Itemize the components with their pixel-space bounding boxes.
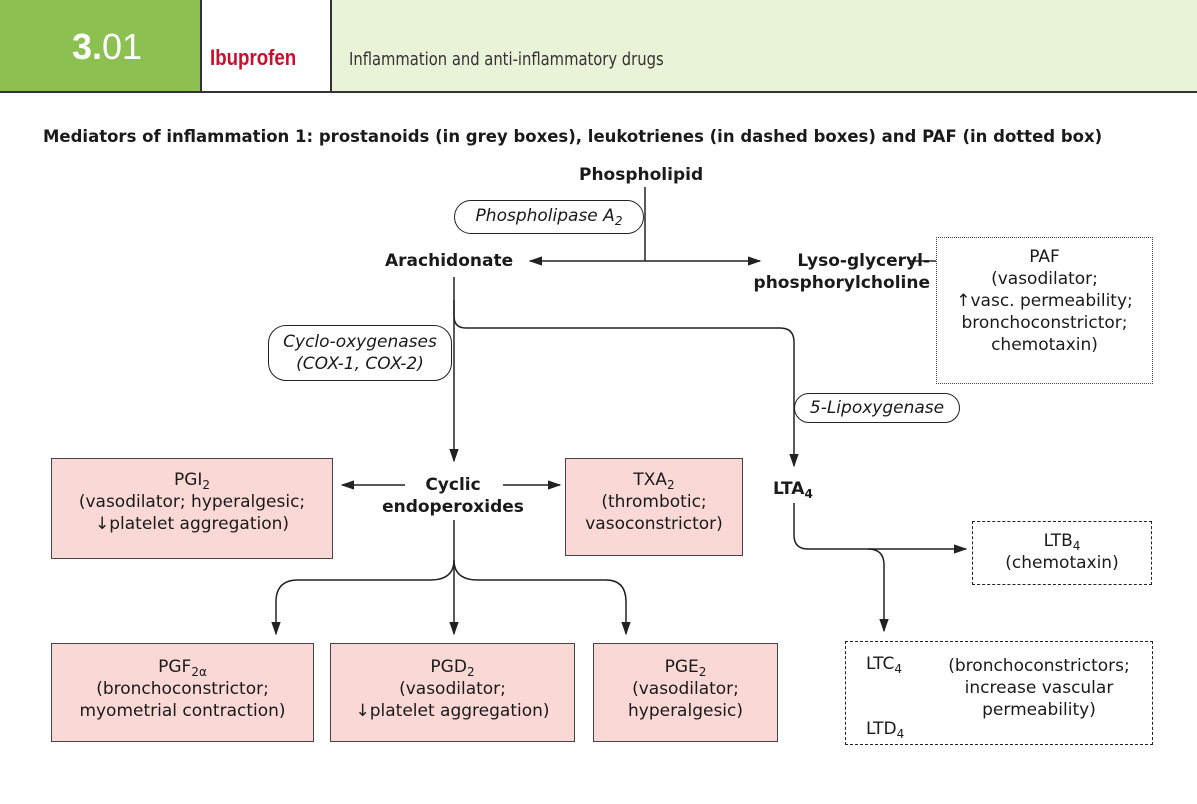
- section-number: 3.01: [72, 26, 143, 67]
- pgi2-line-2: ↓platelet aggregation): [94, 514, 290, 534]
- txa2-line-1: (thrombotic;: [601, 492, 707, 512]
- section-tab: [0, 0, 200, 91]
- 5-lipoxygenase-enzyme: 5-Lipoxygenase: [794, 393, 960, 423]
- ltc-line-3: permeability): [982, 700, 1096, 720]
- pgd2-name: PGD2: [430, 657, 475, 679]
- arrow-to-pgf2a: [271, 559, 455, 636]
- figure-title: Mediators of inflammation 1: prostanoids…: [43, 127, 1103, 146]
- pgi2-box: PGI2 (vasodilator; hyperalgesic; ↓platel…: [51, 458, 333, 559]
- chapter-title: Inflammation and anti-inflammatory drugs: [349, 49, 664, 70]
- pge2-name: PGE2: [664, 657, 707, 679]
- paf-box: PAF (vasodilator; ↑vasc. permeability; b…: [936, 237, 1153, 384]
- paf-line-1: (vasodilator;: [991, 269, 1098, 289]
- pgd2-line-2: ↓platelet aggregation): [355, 701, 550, 721]
- pgf2a-line-2: myometrial contraction): [79, 701, 286, 721]
- pge2-box: PGE2 (vasodilator; hyperalgesic): [593, 643, 778, 742]
- pgi2-name: PGI2: [173, 470, 211, 492]
- header-divider: [0, 91, 1197, 93]
- ltc4-name: LTC4: [866, 654, 903, 676]
- drug-name: Ibuprofen: [210, 45, 297, 70]
- pgf2a-name: PGF2α: [158, 657, 207, 679]
- lta4-label: LTA4: [773, 479, 813, 501]
- ltc4-ltd4-box: LTC4 LTD4 (bronchoconstrictors; increase…: [845, 641, 1153, 745]
- pgf2a-line-1: (bronchoconstrictor;: [96, 679, 269, 699]
- arrow-to-ltb4: [793, 503, 968, 554]
- ltc4-ltd4-effects: (bronchoconstrictors; increase vascular …: [934, 655, 1144, 721]
- paf-line-2: ↑vasc. permeability;: [956, 291, 1133, 311]
- drug-tab: [200, 0, 332, 91]
- arrow-to-pge2: [453, 559, 631, 636]
- txa2-box: TXA2 (thrombotic; vasoconstrictor): [565, 458, 743, 556]
- cyclic-endoperoxides-label: Cyclic endoperoxides: [382, 475, 524, 517]
- arrow-to-lta4: [453, 300, 799, 468]
- page-header: 3.01 Ibuprofen Inflammation and anti-inf…: [0, 0, 1197, 93]
- arrow-to-ltc4: [867, 548, 889, 633]
- chapter-tab: [332, 0, 1197, 91]
- ltb4-line-1: (chemotaxin): [1005, 553, 1119, 573]
- paf-line-3: bronchoconstrictor;: [961, 313, 1128, 333]
- pge2-line-1: (vasodilator;: [632, 679, 739, 699]
- ltc-line-2: increase vascular: [964, 678, 1114, 698]
- pgd2-line-1: (vasodilator;: [399, 679, 506, 699]
- paf-name: PAF: [1029, 247, 1060, 267]
- pge2-line-2: hyperalgesic): [627, 701, 744, 721]
- lyso-glyceryl-label: Lyso-glyceryl- phosphorylcholine: [753, 251, 930, 293]
- ltb4-box: LTB4 (chemotaxin): [972, 521, 1152, 585]
- pgi2-line-1: (vasodilator; hyperalgesic;: [78, 492, 306, 512]
- txa2-line-2: vasoconstrictor): [585, 514, 723, 534]
- phospholipid-label: Phospholipid: [579, 165, 704, 185]
- ltd4-name: LTD4: [866, 719, 905, 741]
- phospholipase-a2-enzyme: Phospholipase A2: [454, 200, 644, 234]
- paf-line-4: chemotaxin): [991, 335, 1098, 355]
- pgf2a-box: PGF2α (bronchoconstrictor; myometrial co…: [51, 643, 314, 742]
- ltb4-name: LTB4: [1043, 531, 1081, 553]
- txa2-name: TXA2: [633, 470, 675, 492]
- ltc-line-1: (bronchoconstrictors;: [948, 656, 1130, 676]
- cyclo-oxygenases-enzyme: Cyclo-oxygenases (COX-1, COX-2): [268, 325, 452, 381]
- arachidonate-label: Arachidonate: [385, 251, 514, 271]
- pgd2-box: PGD2 (vasodilator; ↓platelet aggregation…: [330, 643, 575, 742]
